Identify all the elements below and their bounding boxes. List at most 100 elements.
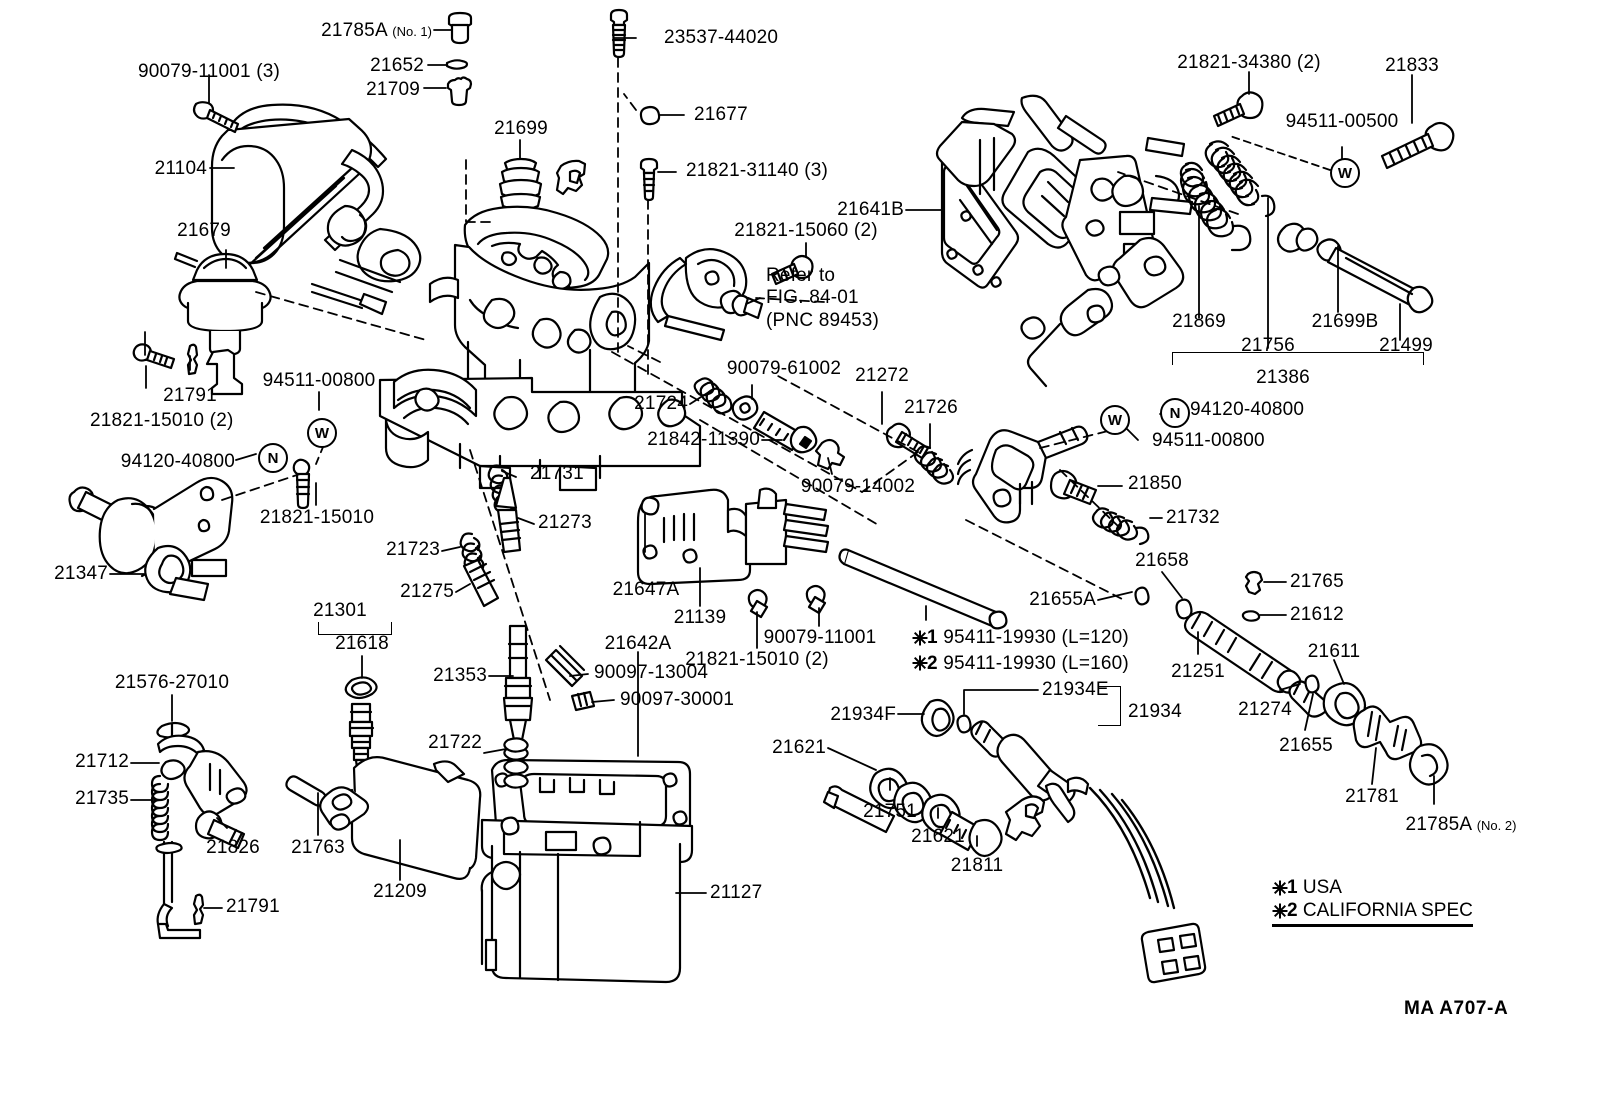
- part-21677-shape: [641, 107, 659, 124]
- callout-21251: 21251: [1171, 661, 1225, 682]
- callout-21791-b: 21791: [226, 896, 280, 917]
- part-90079-61002-shape: [733, 396, 758, 419]
- note-refer-line1: Refer to: [766, 265, 836, 286]
- callout-21821-31140-3: 21821-31140 (3): [686, 160, 829, 181]
- callout-21842-11390: 21842-11390: [647, 429, 760, 450]
- part-21611-shape: [1324, 683, 1365, 725]
- part-21934F-shape: [922, 700, 954, 736]
- part-21723-spring-shape: [461, 534, 484, 572]
- part-21726-spring-shape: [915, 446, 953, 483]
- part-21209-shape: [320, 757, 480, 879]
- part-21735-spring-shape: [152, 776, 200, 938]
- callout-21735: 21735: [75, 788, 129, 809]
- callout-21724: 21724: [634, 393, 688, 414]
- callout-21347: 21347: [54, 563, 108, 584]
- part-23537-44020-shape: [611, 10, 627, 57]
- part-90079-11001-3-shape: [194, 102, 238, 132]
- part-21785A-no1-shape: [449, 13, 471, 43]
- callout-21353: 21353: [433, 665, 487, 686]
- part-95411-19930-hose-shape: [840, 550, 1007, 629]
- washer-mark-w-icon-top-right: W: [1330, 158, 1360, 188]
- callout-90079-14002: 90079-14002: [800, 476, 916, 497]
- part-90097-13004-shape: [546, 646, 584, 686]
- callout-21821-34380-2: 21821-34380 (2): [1177, 52, 1321, 73]
- kome-mark-icon: [1272, 880, 1287, 895]
- part-21781-shape: [1354, 706, 1421, 759]
- part-right-body-shape: [937, 96, 1192, 386]
- part-clamp-shape: [557, 161, 585, 194]
- callout-21386: 21386: [1256, 367, 1310, 388]
- part-fuel-fitting-shape: [651, 249, 762, 340]
- callout-21833: 21833: [1385, 55, 1439, 76]
- callout-21647A: 21647A: [612, 579, 680, 600]
- note-hose-1: 1 95411-19930 (L=120): [912, 625, 1129, 651]
- callout-21726: 21726: [904, 397, 958, 418]
- part-90097-30001-shape: [572, 692, 594, 710]
- legend-item-1: 1 USA: [1272, 876, 1473, 899]
- callout-21652: 21652: [370, 55, 424, 76]
- callout-21275: 21275: [400, 581, 454, 602]
- callout-21712: 21712: [75, 751, 129, 772]
- part-21273-shape: [496, 478, 520, 552]
- part-21821-15010-2b-shape: [749, 590, 767, 617]
- callout-94120-40800-b: 94120-40800: [1190, 399, 1305, 420]
- callout-21869: 21869: [1172, 311, 1226, 332]
- callout-21611: 21611: [1307, 641, 1361, 662]
- callout-21642A: 21642A: [604, 633, 672, 654]
- part-21652-shape: [447, 60, 467, 68]
- part-carburetor-body-shape: [312, 207, 700, 490]
- callout-21655A: 21655A: [1029, 589, 1096, 610]
- part-21699B-shape: [1278, 224, 1317, 252]
- callout-21621-a: 21621: [772, 737, 826, 758]
- part-throttle-lever-shape: [958, 427, 1087, 523]
- part-21821-15010b-shape: [294, 460, 309, 508]
- callout-21251-21612: 21612: [1290, 604, 1344, 625]
- part-90079-14002-shape: [816, 440, 844, 469]
- part-21641B-shape: [942, 148, 1018, 288]
- part-90079-11001b-shape: [807, 586, 825, 613]
- callout-21821-15010-2b: 21821-15010 (2): [685, 649, 829, 670]
- callout-21756: 21756: [1241, 335, 1295, 356]
- kome-mark-icon: [912, 630, 927, 645]
- callout-21850: 21850: [1128, 473, 1182, 494]
- part-21934E-shape: [958, 716, 971, 733]
- callout-90097-30001: 90097-30001: [620, 689, 735, 710]
- part-21699-shape: [500, 159, 541, 209]
- part-21712-shape: [158, 736, 247, 816]
- part-clip-shape: [1006, 796, 1044, 840]
- note-refer-line3: (PNC 89453): [766, 309, 880, 331]
- callout-21723: 21723: [386, 539, 440, 560]
- callout-21621-b: 21621: [911, 826, 965, 847]
- callout-21127: 21127: [710, 882, 763, 903]
- callout-21618: 21618: [335, 633, 389, 654]
- part-21785A-no2-shape: [1410, 744, 1448, 784]
- callout-21699B: 21699B: [1311, 311, 1379, 332]
- callout-94511-00800-a: 94511-00800: [262, 370, 376, 391]
- callout-90079-11001-b: 90079-11001: [763, 627, 877, 648]
- part-21618-shape: [346, 677, 377, 698]
- note-hose-lengths: 1 95411-19930 (L=120) 2 95411-19930 (L=1…: [912, 625, 1129, 676]
- callout-21785A-no1: 21785A (No. 1): [321, 20, 432, 41]
- callout-21722: 21722: [428, 732, 482, 753]
- legend-item-2: 2 CALIFORNIA SPEC: [1272, 899, 1473, 922]
- note-refer-line2: FIG. 84-01: [766, 287, 859, 309]
- callout-21791-a: 21791: [163, 385, 217, 406]
- part-21731-spring-shape: [489, 466, 514, 514]
- callout-21826: 21826: [206, 837, 260, 858]
- washer-mark-w-icon-right: W: [1100, 405, 1130, 435]
- callout-21209: 21209: [373, 881, 427, 902]
- part-21724-spring-shape: [695, 378, 732, 413]
- legend-lines: 1 USA 2 CALIFORNIA SPEC: [1272, 876, 1473, 928]
- callout-94120-40800-a: 94120-40800: [120, 451, 235, 472]
- part-21499-shape: [1317, 239, 1432, 312]
- callout-21273: 21273: [538, 512, 592, 533]
- callout-90079-11001-3: 90079-11001 (3): [137, 61, 281, 82]
- bracket-21386: [1172, 352, 1424, 365]
- callout-21821-15010-2a: 21821-15010 (2): [90, 410, 234, 431]
- callout-90079-61002: 90079-61002: [726, 358, 842, 379]
- part-21732-spring-shape: [1093, 508, 1148, 544]
- part-21272-shape: [887, 424, 928, 458]
- part-21679-shape: [175, 253, 271, 394]
- callout-21751: 21751: [863, 801, 917, 822]
